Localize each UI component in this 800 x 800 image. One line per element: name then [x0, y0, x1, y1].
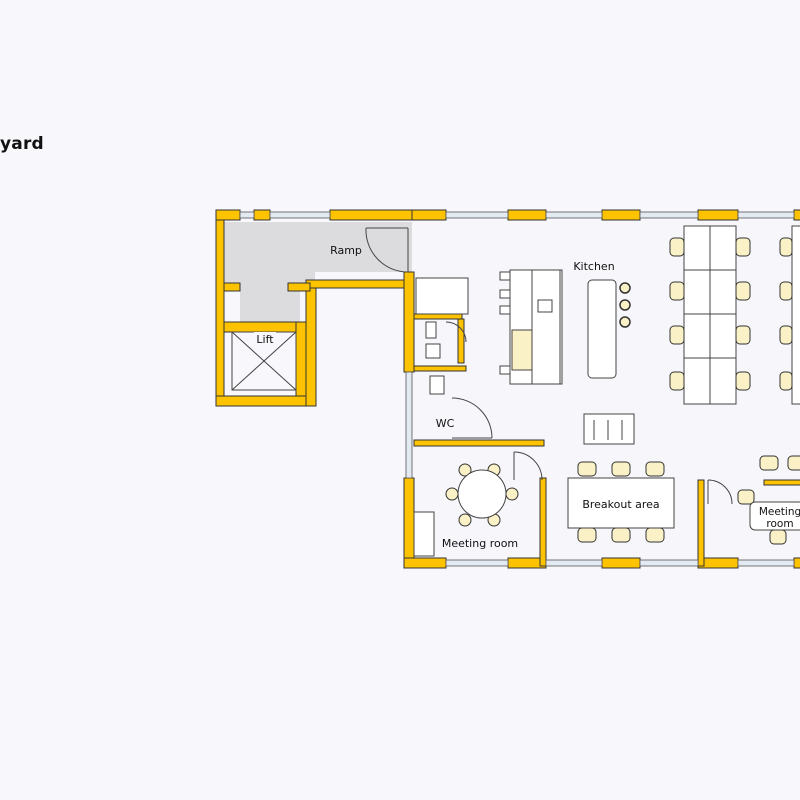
room-label-breakout-area: Breakout area [582, 498, 659, 511]
kitchen-counter [499, 269, 563, 385]
room-label-ramp: Ramp [330, 244, 362, 257]
room-label-lift: Lift [256, 333, 274, 346]
walls [215, 209, 800, 569]
rack [583, 413, 635, 445]
room-label-meeting-room-2: Meeting [759, 506, 800, 518]
door-swing-icon[interactable] [707, 479, 733, 505]
desk-bank [683, 225, 800, 405]
page-title: yard [0, 134, 44, 154]
room-label-wc: WC [436, 417, 455, 430]
chair-icon [577, 461, 665, 543]
sink-icon [537, 299, 553, 313]
table-icon [457, 469, 507, 519]
kitchen-island [587, 279, 617, 379]
door-swing-icon[interactable] [445, 321, 493, 439]
door-swing-icon[interactable] [365, 227, 409, 273]
room-label-meeting-room-2-line2: room [766, 518, 793, 530]
hob-icon [619, 282, 631, 328]
room-label-kitchen: Kitchen [573, 260, 614, 273]
toilet-icon [425, 321, 445, 395]
breakout-table [567, 477, 675, 529]
chair-icon [669, 237, 800, 545]
chair-icon [445, 463, 519, 527]
cabinet [413, 511, 435, 557]
table-icon [749, 501, 800, 531]
door-swing-icon[interactable] [513, 451, 543, 481]
ramp-floor [222, 222, 412, 283]
lift-lobby-floor [240, 283, 300, 330]
room-label-meeting-room-1: Meeting room [442, 537, 518, 550]
wc-bench [415, 277, 469, 315]
windows [239, 211, 795, 567]
